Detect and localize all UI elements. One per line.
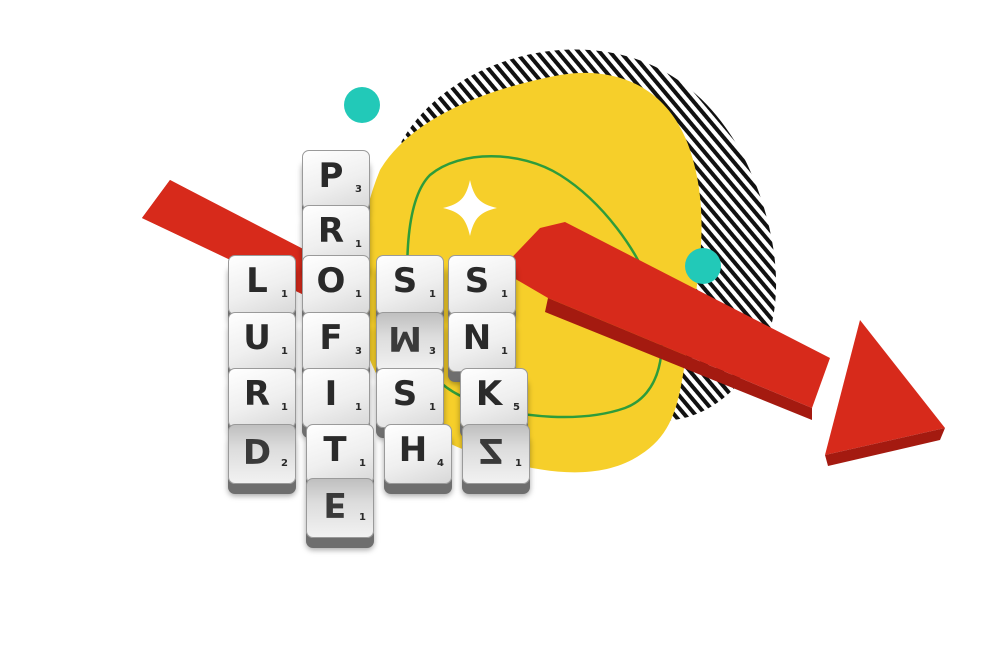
tile-t: T 1: [306, 424, 376, 496]
tile-letter: S: [392, 374, 418, 414]
tile-score: 3: [429, 346, 436, 357]
tile-letter: N: [462, 318, 492, 358]
tile-n: N 1: [448, 312, 518, 384]
tile-letter: P: [318, 156, 344, 196]
tile-letter: M: [388, 318, 422, 358]
tile-score: 1: [501, 346, 508, 357]
tile-letter: T: [323, 430, 347, 470]
tile-score: 1: [359, 512, 366, 523]
tile-score: 1: [429, 402, 436, 413]
tile-o: O 1: [302, 255, 372, 327]
tile-score: 3: [355, 346, 362, 357]
tile-letter: H: [398, 430, 428, 470]
tile-s-1: S 1: [376, 255, 446, 327]
tile-letter: S: [464, 261, 490, 301]
tile-letter: E: [323, 484, 347, 524]
tile-score: 4: [437, 458, 444, 469]
tile-score: 1: [515, 458, 522, 469]
tile-i: I 1: [302, 368, 372, 440]
tile-score: 1: [501, 289, 508, 300]
tile-score: 1: [281, 346, 288, 357]
tile-p: P 3: [302, 150, 372, 222]
tile-letter: S: [392, 261, 418, 301]
tile-score: 1: [281, 402, 288, 413]
tile-m-upside-down: M 3: [376, 312, 446, 384]
tile-score: 2: [281, 458, 288, 469]
tile-letter: O: [316, 261, 346, 301]
tile-letter: D: [242, 430, 272, 470]
tile-letter: Z: [478, 430, 504, 470]
tile-l: L 1: [228, 255, 298, 327]
tile-z-upside-down: Z 1: [462, 424, 532, 496]
teal-dot-top: [344, 87, 380, 123]
tile-s-2: S 1: [448, 255, 518, 327]
teal-dot-right: [685, 248, 721, 284]
tile-letter: L: [246, 261, 268, 301]
tile-letter: R: [317, 211, 345, 251]
tile-score: 1: [355, 289, 362, 300]
sparkle-icon: [443, 180, 497, 236]
tile-letter: K: [475, 374, 503, 414]
tile-h: H 4: [384, 424, 454, 496]
tile-r-bottom: R 1: [228, 368, 298, 440]
tile-letter: U: [243, 318, 271, 358]
tile-letter: F: [319, 318, 343, 358]
tile-score: 1: [281, 289, 288, 300]
tile-e-upside-down: E 1: [306, 478, 376, 550]
tile-score: 1: [355, 239, 362, 250]
tile-f: F 3: [302, 312, 372, 384]
tile-score: 5: [513, 402, 520, 413]
tile-letter: I: [324, 374, 338, 414]
tile-score: 1: [355, 402, 362, 413]
tile-letter: R: [243, 374, 271, 414]
tile-score: 1: [359, 458, 366, 469]
tile-k: K 5: [460, 368, 530, 440]
tile-score: 3: [355, 184, 362, 195]
tile-d-upside-down: D 2: [228, 424, 298, 496]
tile-score: 1: [429, 289, 436, 300]
